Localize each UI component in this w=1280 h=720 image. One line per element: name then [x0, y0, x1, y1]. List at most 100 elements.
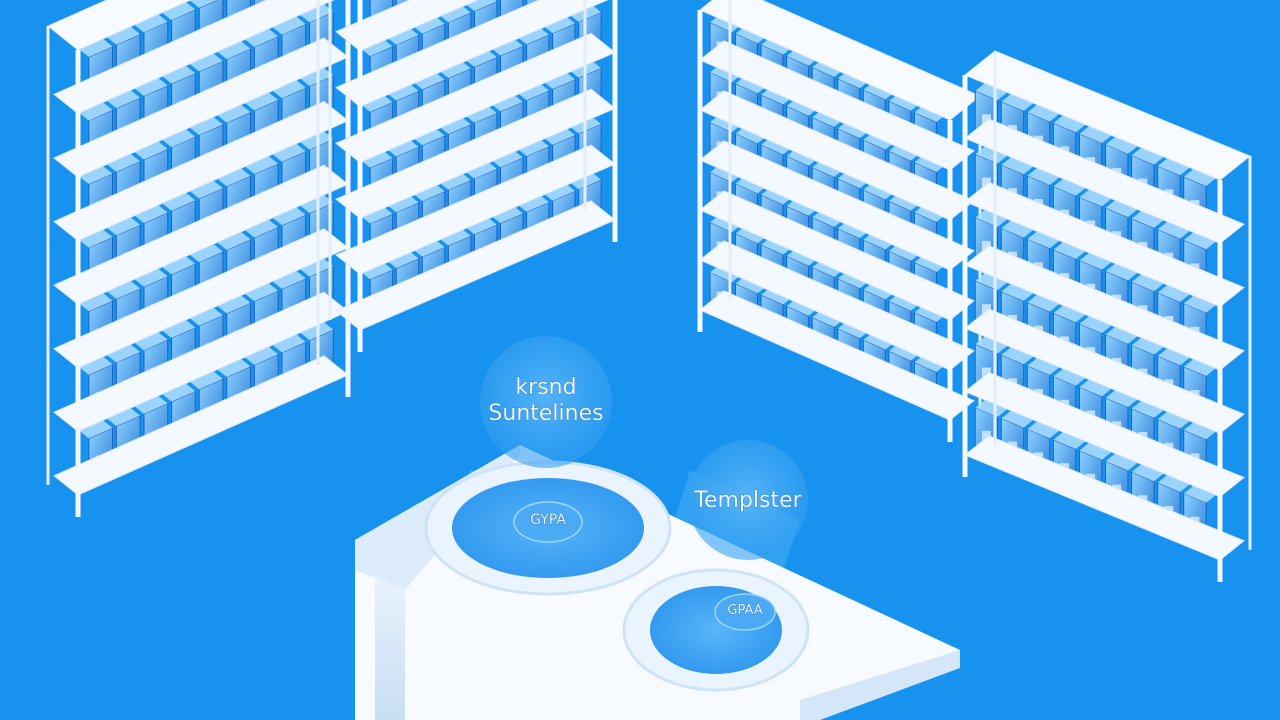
storage-box-top: [299, 3, 334, 23]
storage-box-top: [464, 105, 497, 123]
shelf-board: [964, 245, 1245, 371]
storage-box-top: [1079, 252, 1112, 270]
shelf-board: [53, 100, 349, 242]
storage-box-top: [244, 28, 279, 47]
shelf-board: [699, 140, 975, 271]
shelf-board: [53, 0, 335, 115]
storage-box-top: [1105, 263, 1138, 281]
storage-box-top: [975, 399, 1008, 417]
shelf-board: [53, 228, 349, 369]
storage-box-top: [189, 180, 223, 199]
storage-box-top: [161, 128, 196, 148]
storage-box-top: [710, 264, 742, 283]
storage-box-top: [1053, 241, 1086, 260]
storage-box-top: [244, 91, 279, 111]
storage-box-top: [837, 170, 870, 189]
storage-box-top: [786, 298, 819, 316]
shelf-board: [964, 435, 1245, 561]
storage-box-top: [244, 155, 279, 175]
storage-box-top: [134, 204, 168, 224]
storage-box-top: [735, 75, 768, 94]
shelf-board: [699, 40, 975, 171]
disc-bottom-label: GPAA: [727, 603, 762, 618]
storage-box-top: [189, 0, 218, 8]
storage-box-top: [78, 229, 113, 248]
bubble-right: Templster: [688, 440, 808, 560]
shelf-board: [335, 32, 616, 164]
storage-box-top: [812, 309, 845, 328]
storage-box-top: [1027, 104, 1060, 122]
storage-box-top: [1183, 422, 1217, 440]
box-label-tag: [981, 430, 991, 441]
storage-box-top: [837, 320, 870, 339]
shelf-board: [53, 37, 349, 178]
storage-box-top: [272, 334, 306, 353]
storage-box-top: [863, 331, 896, 350]
storage-box-top: [438, 172, 471, 190]
storage-box-top: [1157, 348, 1191, 366]
shelf-board: [53, 291, 349, 433]
storage-box-top: [888, 293, 921, 311]
storage-box-top: [786, 248, 819, 266]
storage-box-top: [386, 250, 419, 269]
storage-box-top: [1079, 125, 1112, 144]
storage-box-top: [299, 67, 334, 87]
storage-box-top: [216, 294, 251, 314]
shelf-unit: [697, 0, 982, 442]
storage-box-top: [464, 160, 497, 179]
storage-box-top: [244, 282, 279, 302]
storage-box-top: [272, 270, 306, 289]
storage-box-top: [189, 307, 223, 326]
storage-box-top: [888, 193, 921, 211]
storage-box-top: [78, 38, 113, 57]
storage-box-top: [216, 40, 251, 60]
shelf-board: [53, 164, 349, 305]
storage-box-top: [1027, 421, 1060, 439]
storage-box-top: [1053, 115, 1086, 133]
storage-box-top: [464, 49, 497, 67]
storage-box-top: [412, 183, 445, 202]
box-label-tag: [981, 114, 991, 125]
storage-box-top: [1105, 453, 1138, 471]
storage-box-top: [786, 98, 819, 116]
storage-box-top: [161, 255, 196, 275]
storage-box-top: [761, 136, 794, 155]
storage-box-top: [490, 149, 523, 168]
storage-box-top: [386, 27, 419, 45]
storage-box-top: [1105, 136, 1138, 154]
shelf-board: [964, 308, 1245, 434]
bubble-right-label: Templster: [693, 488, 802, 513]
storage-box-top: [1001, 157, 1034, 175]
storage-box-top: [761, 186, 794, 205]
storage-box-top: [1027, 357, 1060, 375]
shelf-board: [964, 118, 1245, 244]
storage-box-top: [189, 116, 223, 136]
storage-box-top: [134, 141, 168, 160]
storage-box-top: [272, 206, 306, 226]
storage-box-top: [299, 321, 334, 341]
storage-box-top: [710, 114, 742, 133]
storage-box-top: [1105, 389, 1138, 408]
storage-box-top: [216, 231, 251, 250]
storage-box-top: [299, 131, 334, 150]
storage-box-top: [216, 358, 251, 378]
storage-box-top: [975, 82, 1008, 101]
storage-box-top: [134, 77, 168, 97]
storage-box-top: [1027, 294, 1060, 312]
disc-bottom: GPAA: [622, 568, 810, 692]
storage-box-top: [134, 395, 168, 414]
storage-box-top: [1131, 274, 1165, 292]
storage-box-top: [542, 127, 576, 145]
storage-box-top: [863, 131, 896, 150]
storage-box-top: [106, 26, 141, 45]
storage-box-top: [914, 354, 947, 373]
storage-box-top: [837, 120, 870, 139]
storage-box-top: [1157, 474, 1191, 492]
storage-box-top: [161, 319, 196, 339]
storage-box-top: [189, 243, 223, 263]
storage-box-top: [161, 192, 196, 211]
storage-box-top: [412, 239, 445, 257]
storage-box-top: [735, 275, 768, 294]
storage-box-top: [735, 25, 768, 44]
storage-box-top: [1053, 368, 1086, 386]
